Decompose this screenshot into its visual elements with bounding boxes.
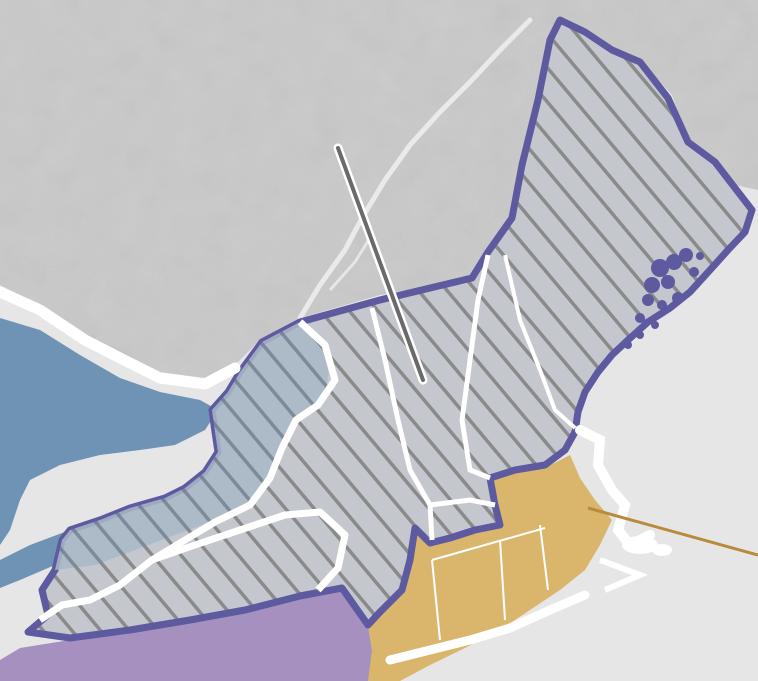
long-island-coast — [385, 590, 590, 665]
border-white-vermont — [369, 307, 435, 541]
border-white-nh — [459, 254, 491, 481]
leader-line-east — [587, 506, 758, 557]
border-white-inner-2 — [150, 508, 349, 593]
mid-atlantic-region — [0, 590, 378, 681]
border-white-maine — [503, 254, 577, 430]
lake-peninsula — [20, 430, 252, 530]
border-white-south — [429, 497, 496, 508]
southern-region — [368, 455, 612, 681]
hatched-region-west — [55, 322, 330, 570]
maine-coast-islands — [624, 248, 704, 349]
leader-line-north — [333, 143, 428, 385]
st-lawrence-river — [297, 17, 533, 321]
border-white-north — [0, 286, 241, 390]
border-white-inner-1 — [38, 319, 339, 623]
lake-ontario-region — [0, 318, 218, 545]
